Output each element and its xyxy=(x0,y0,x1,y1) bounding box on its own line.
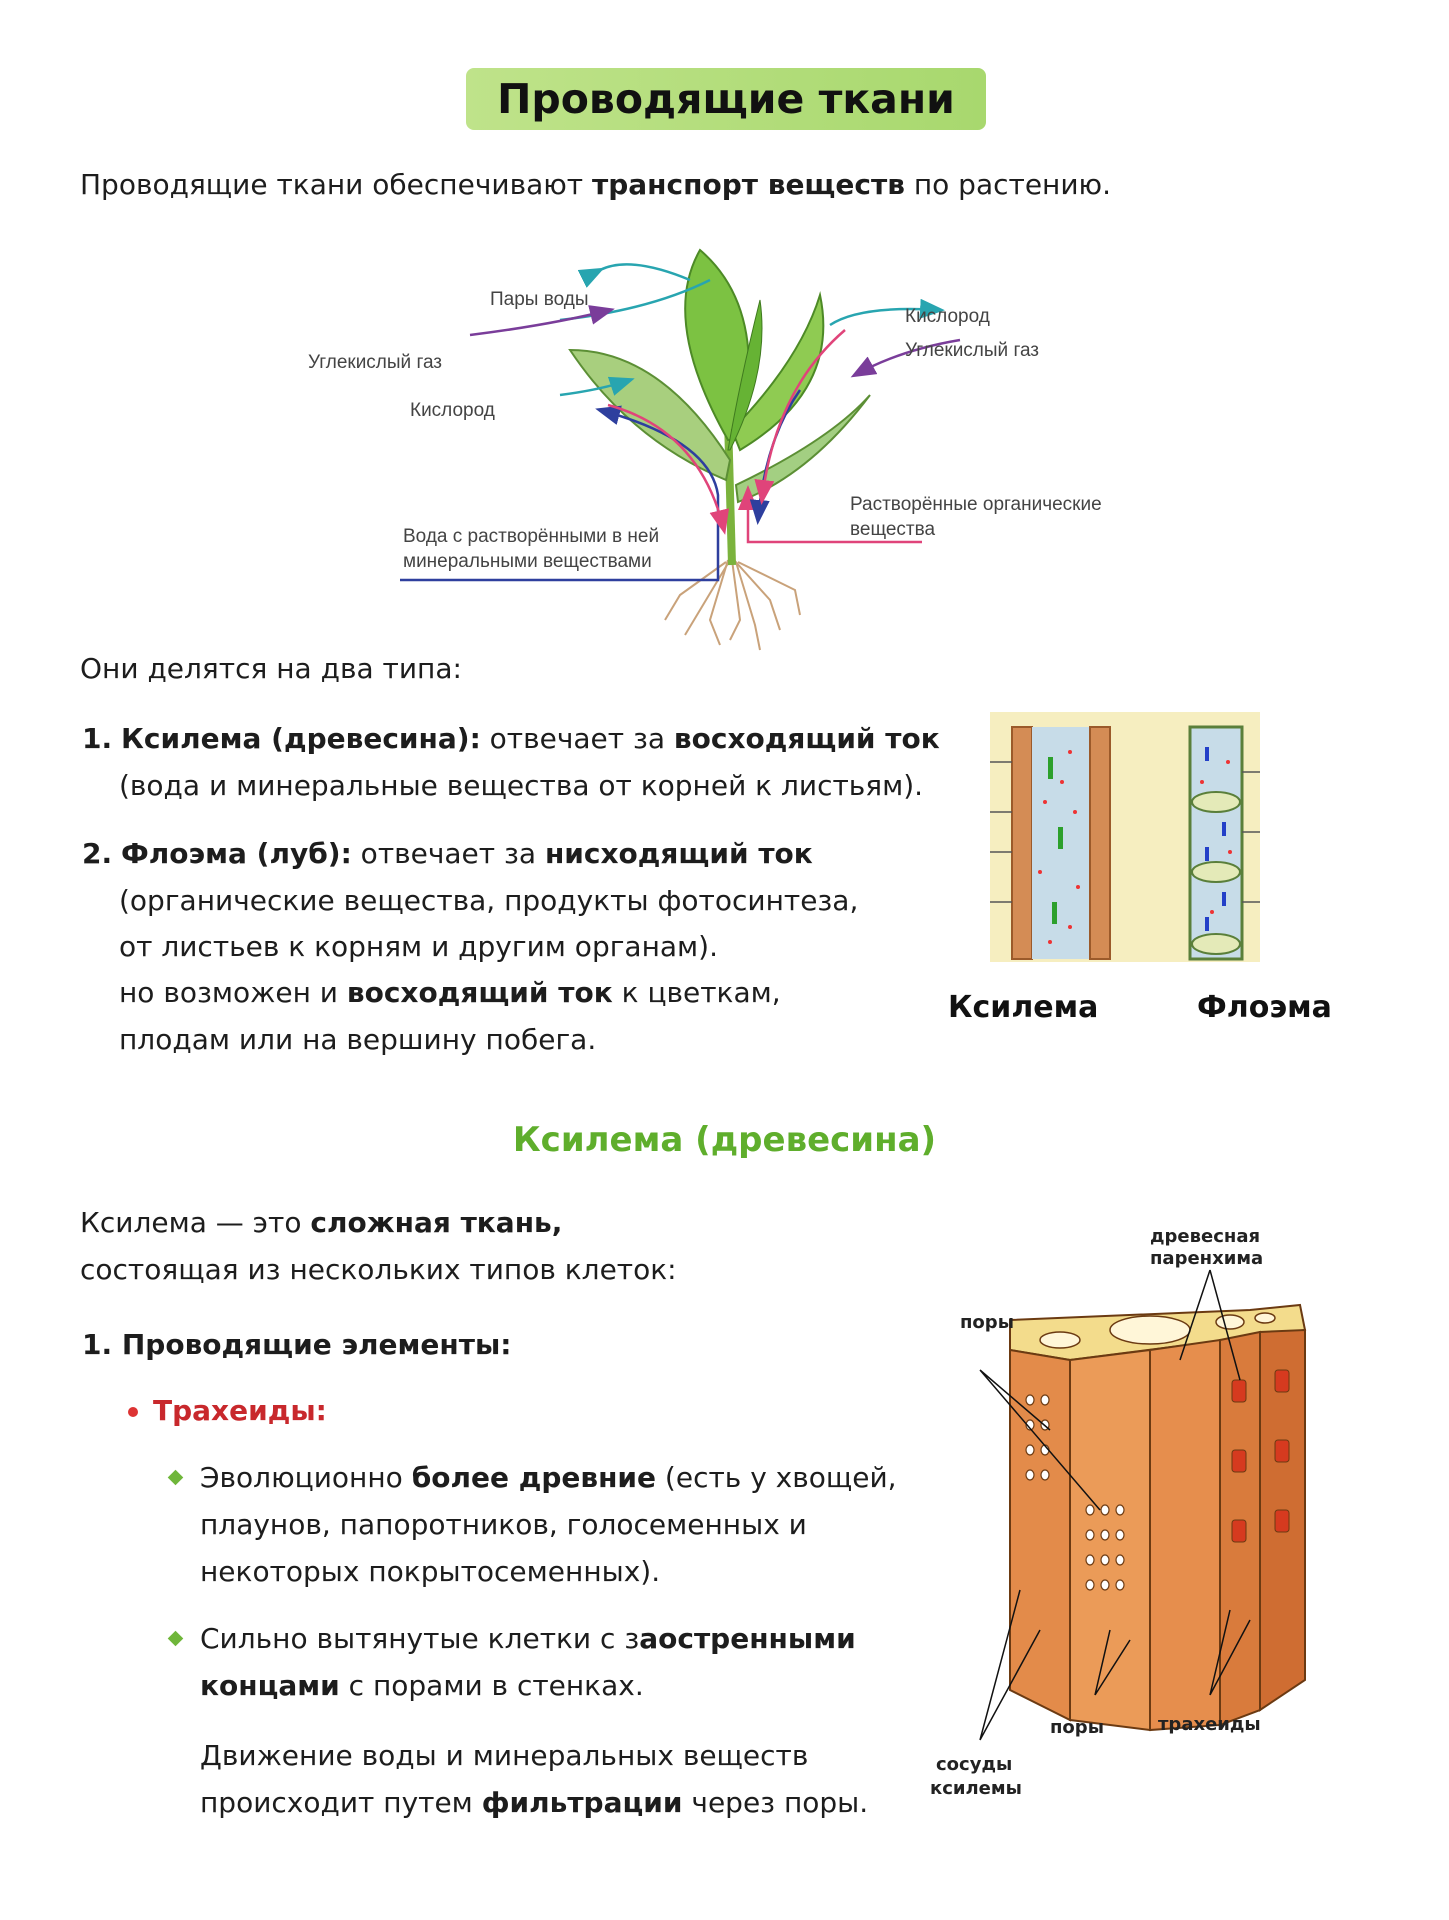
filtration-bold: фильтрации xyxy=(481,1786,683,1819)
title-badge xyxy=(466,68,986,130)
xylem-structure-figure: древесная паренхима поры поры трахеиды с… xyxy=(930,1226,1307,1799)
diamond-bullet-2 xyxy=(167,1630,184,1647)
label-co2-left: Углекислый газ xyxy=(308,352,442,373)
intro-paragraph: Проводящие ткани обеспечивают транспорт … xyxy=(80,162,1111,208)
item2-text: отвечает за xyxy=(351,837,545,870)
filtration-line2: происходит путем фильтрации через поры. xyxy=(200,1780,868,1826)
filtration-text: происходит путем xyxy=(200,1786,482,1819)
bullet-tracheids: Трахеиды: xyxy=(153,1394,327,1427)
item1-term: Ксилема (древесина): xyxy=(121,722,481,755)
xylem-def-bold: сложная ткань, xyxy=(310,1206,563,1239)
point2-line2-bold: концами xyxy=(200,1669,340,1702)
xylem-def-text: Ксилема — это xyxy=(80,1206,311,1239)
point1-end: (есть у хвощей, xyxy=(656,1461,897,1494)
label-o2-right: Кислород xyxy=(905,306,990,327)
label-water-minerals-1: Вода с растворёнными в ней xyxy=(403,526,659,547)
subheading-text: 1. Проводящие элементы: xyxy=(82,1328,512,1361)
xylem-definition-line2: состоящая из нескольких типов клеток: xyxy=(80,1253,677,1286)
item2-number: 2. xyxy=(82,837,113,870)
item-phloem-line4: но возможен и восходящий ток к цветкам, xyxy=(119,970,781,1016)
item-phloem-line1: 2. Флоэма (луб): отвечает за нисходящий … xyxy=(82,831,813,877)
page-title: Проводящие ткани xyxy=(497,75,955,123)
types-intro: Они делятся на два типа: xyxy=(80,652,462,685)
section-title-xylem: Ксилема (древесина) xyxy=(512,1120,937,1160)
label-co2-right: Углекислый газ xyxy=(905,340,1039,361)
tracheid-point1-line1: Эволюционно более древние (есть у хвощей… xyxy=(200,1455,897,1501)
parenchyma-cells xyxy=(1231,1369,1290,1543)
tracheid-point1-line2: плаунов, папоротников, голосеменных и xyxy=(200,1508,807,1541)
item-xylem-line2: (вода и минеральные вещества от корней к… xyxy=(119,769,924,802)
caption-xylem: Ксилема xyxy=(948,990,1099,1025)
point1-bold: более древние xyxy=(411,1461,657,1494)
tracheid-point2-line1: Сильно вытянутые клетки с заостренными xyxy=(200,1616,856,1662)
roots-illustration xyxy=(664,559,801,651)
xylem-tube xyxy=(990,726,1111,960)
item-phloem-line5: плодам или на вершину побега. xyxy=(119,1023,597,1056)
phloem-tube xyxy=(1188,725,1260,961)
item-phloem-line3: от листьев к корням и другим органам). xyxy=(119,930,718,963)
label-pores-top: поры xyxy=(960,1312,1014,1333)
label-vessels-1: сосуды xyxy=(936,1754,1012,1775)
label-water-vapor: Пары воды xyxy=(490,289,589,310)
label-vessels-2: ксилемы xyxy=(930,1778,1022,1799)
item2-line4-text: но возможен и xyxy=(119,976,347,1009)
point2-text: Сильно вытянутые клетки с з xyxy=(200,1622,640,1655)
label-parenchyma-1: древесная xyxy=(1150,1226,1260,1247)
tracheid-point1-line3: некоторых покрытосеменных). xyxy=(200,1555,661,1588)
item2-line4-end: к цветкам, xyxy=(612,976,781,1009)
tracheid-point2-line2: концами с порами в стенках. xyxy=(200,1663,644,1709)
label-organic-1: Растворённые органические xyxy=(850,494,1102,515)
item2-line4-bold: восходящий ток xyxy=(346,976,613,1009)
intro-text-end: по растению. xyxy=(904,168,1112,201)
label-pores-bottom: поры xyxy=(1050,1717,1104,1738)
wood-columns xyxy=(1009,1328,1306,1732)
point1-text: Эволюционно xyxy=(200,1461,412,1494)
item-xylem-line1: 1. Ксилема (древесина): отвечает за восх… xyxy=(82,716,940,762)
leaves-illustration xyxy=(568,248,871,504)
intro-bold: транспорт веществ xyxy=(592,168,905,201)
intro-text: Проводящие ткани обеспечивают xyxy=(80,168,593,201)
item2-term: Флоэма (луб): xyxy=(121,837,352,870)
item1-bold: восходящий ток xyxy=(673,722,940,755)
label-water-minerals-2: минеральными веществами xyxy=(403,551,652,572)
bullet-dot xyxy=(128,1407,138,1417)
label-parenchyma-2: паренхима xyxy=(1150,1248,1263,1269)
flow-arrows xyxy=(400,263,961,582)
diamond-bullet-1 xyxy=(167,1469,184,1486)
pores-pattern xyxy=(1025,1394,1125,1591)
caption-phloem: Флоэма xyxy=(1197,990,1332,1025)
subheading-conducting-elements: 1. Проводящие элементы: xyxy=(82,1322,512,1368)
filtration-end: через поры. xyxy=(682,1786,869,1819)
plant-transport-diagram: Пары воды Углекислый газ Кислород Вода с… xyxy=(308,248,1102,651)
item1-text: отвечает за xyxy=(480,722,674,755)
filtration-line1: Движение воды и минеральных веществ xyxy=(200,1739,809,1772)
xylem-definition-line1: Ксилема — это сложная ткань, xyxy=(80,1200,562,1246)
point2-line2-text: с порами в стенках. xyxy=(339,1669,644,1702)
point2-bold: аостренными xyxy=(639,1622,856,1655)
item2-bold: нисходящий ток xyxy=(544,837,813,870)
label-organic-2: вещества xyxy=(850,519,936,540)
item1-number: 1. xyxy=(82,722,113,755)
label-o2-left: Кислород xyxy=(410,400,495,421)
label-tracheids: трахеиды xyxy=(1158,1714,1261,1735)
item-phloem-line2: (органические вещества, продукты фотосин… xyxy=(119,884,859,917)
xylem-phloem-figure xyxy=(990,712,1260,962)
